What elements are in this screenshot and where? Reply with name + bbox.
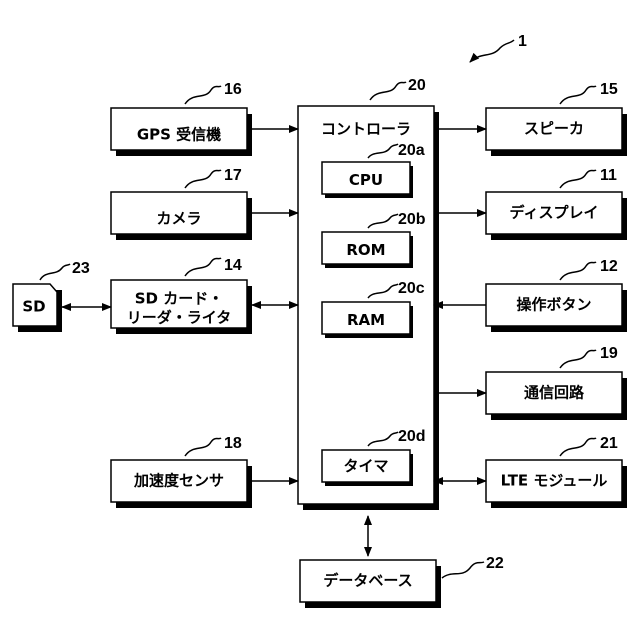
sd-card-ref: 23 — [72, 260, 90, 277]
accel-label: 加速度センサ — [133, 472, 224, 490]
timer-ref: 20d — [398, 428, 426, 445]
comm-ref: 19 — [600, 345, 618, 362]
cpu-label: CPU — [349, 171, 383, 189]
speaker-label: スピーカ — [524, 120, 584, 138]
cpu-ref: 20a — [398, 142, 425, 159]
timer-label: タイマ — [343, 457, 388, 475]
rom-ref: 20b — [398, 211, 426, 228]
buttons-label: 操作ボタン — [516, 296, 591, 314]
controller-ref: 20 — [408, 77, 426, 94]
gps-block: GPS 受信機 16 — [111, 81, 252, 156]
sd-card-label: SD — [22, 298, 45, 316]
display-label: ディスプレイ — [510, 204, 599, 222]
lte-label: LTE モジュール — [501, 472, 608, 490]
sd-reader-block: SD カード・ リーダ・ライタ 14 — [111, 257, 252, 334]
gps-ref: 16 — [224, 81, 242, 98]
accel-block: 加速度センサ 18 — [111, 435, 252, 508]
camera-label: カメラ — [156, 210, 201, 228]
sd-card-block: SD 23 — [13, 260, 90, 332]
sd-reader-label-line2: リーダ・ライタ — [127, 309, 231, 327]
database-label: データベース — [323, 572, 412, 590]
display-block: ディスプレイ 11 — [486, 167, 627, 240]
ram-ref: 20c — [398, 280, 425, 297]
speaker-ref: 15 — [600, 81, 618, 98]
comm-block: 通信回路 19 — [486, 345, 627, 420]
sd-reader-ref: 14 — [224, 257, 242, 274]
camera-block: カメラ 17 — [111, 167, 252, 240]
rom-label: ROM — [346, 241, 385, 259]
system-ref-number: 1 — [518, 33, 527, 50]
system-ref: 1 — [470, 33, 527, 62]
lte-block: LTE モジュール 21 — [486, 435, 627, 508]
display-ref: 11 — [600, 167, 617, 184]
buttons-ref: 12 — [600, 258, 618, 275]
lte-ref: 21 — [600, 435, 618, 452]
sd-reader-label-line1: SD カード・ — [135, 290, 223, 308]
buttons-block: 操作ボタン 12 — [486, 258, 627, 332]
gps-label: GPS 受信機 — [137, 126, 221, 144]
speaker-block: スピーカ 15 — [486, 81, 627, 156]
camera-ref: 17 — [224, 167, 242, 184]
accel-ref: 18 — [224, 435, 242, 452]
database-block: データベース 22 — [300, 555, 504, 608]
ram-label: RAM — [347, 311, 385, 329]
controller-label: コントローラ — [321, 120, 411, 138]
comm-label: 通信回路 — [524, 384, 585, 402]
database-ref: 22 — [486, 555, 504, 572]
